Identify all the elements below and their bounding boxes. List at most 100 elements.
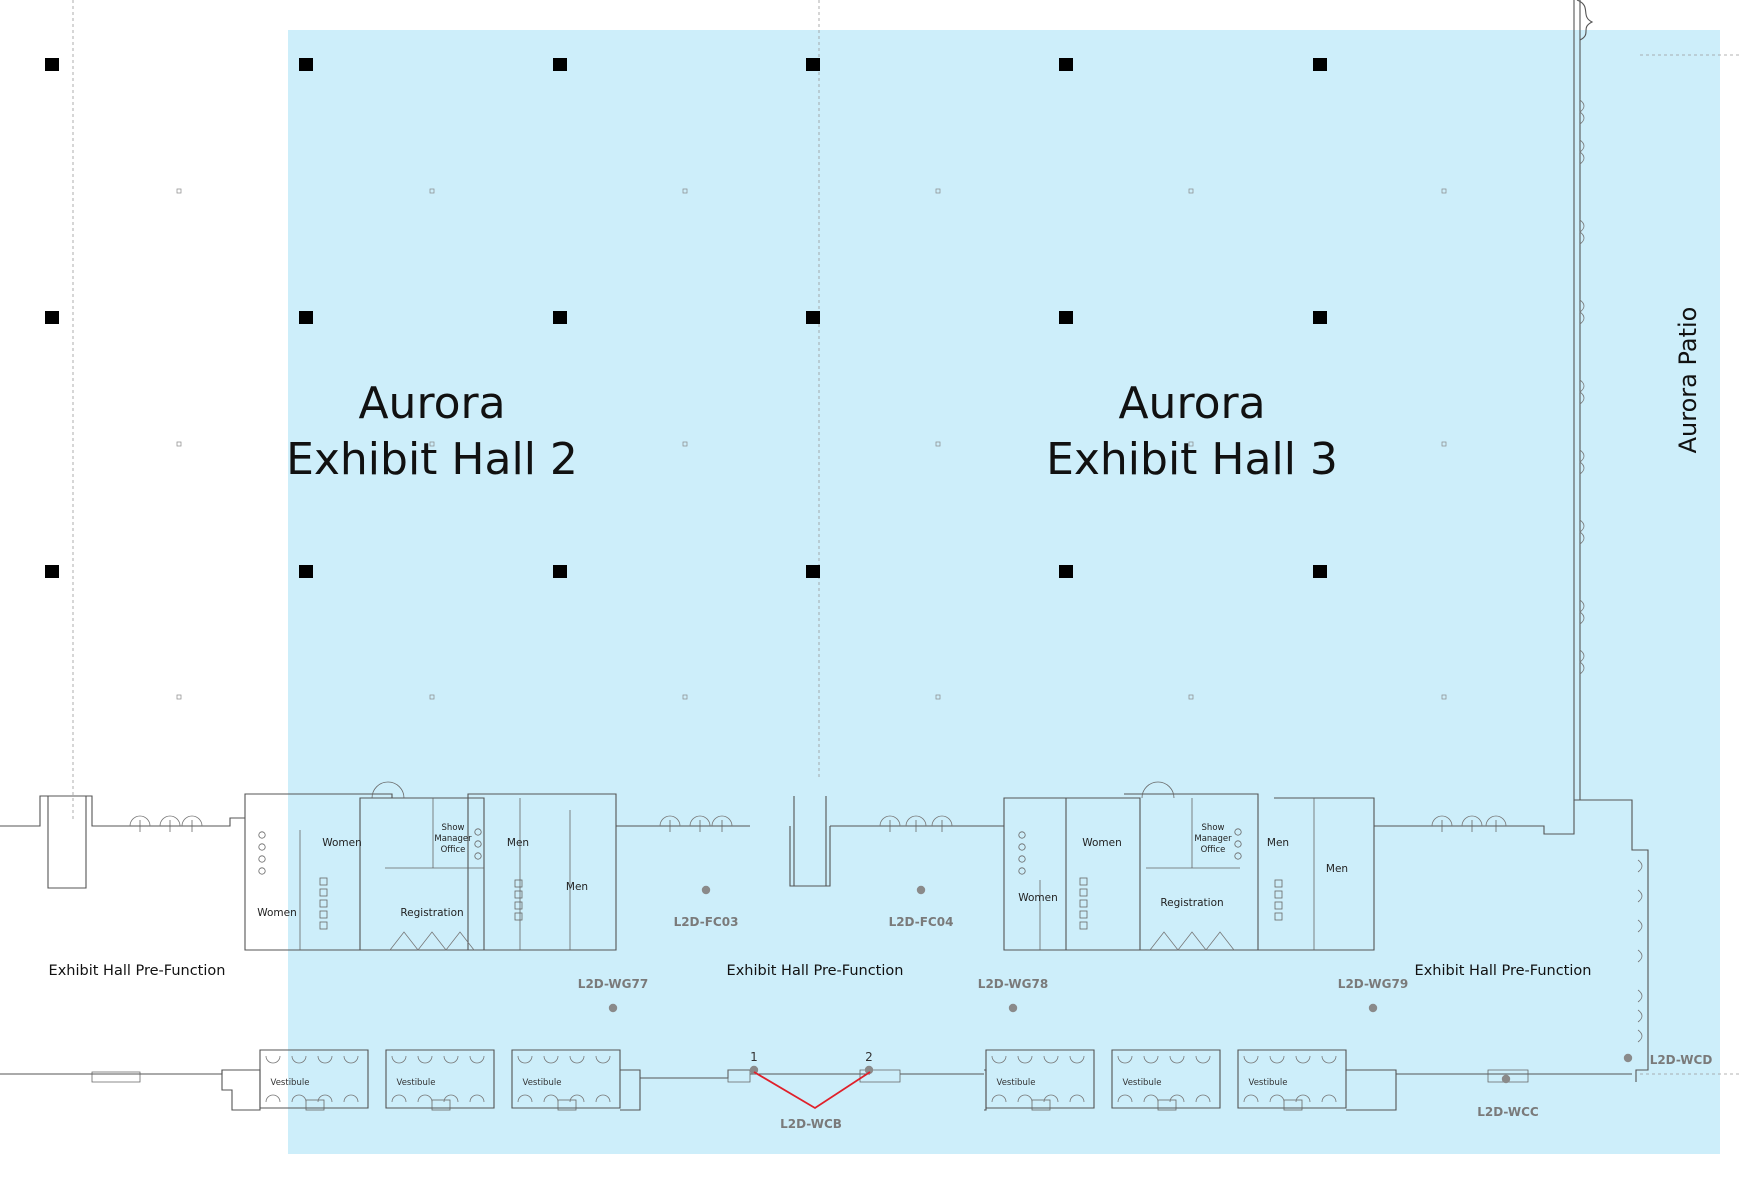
- vestibule-block: [1237, 1049, 1347, 1109]
- grid-marker: [935, 694, 941, 700]
- column: [299, 565, 313, 578]
- door-swing: [1143, 1094, 1159, 1103]
- room-women: Women: [1082, 837, 1122, 849]
- grid-marker: [682, 188, 688, 194]
- grid-marker: [176, 694, 182, 700]
- route-point-2[interactable]: 2: [865, 1050, 873, 1064]
- room-show-manager: Manager: [1194, 834, 1232, 844]
- door-swing: [1243, 1094, 1259, 1103]
- grid-marker: [176, 188, 182, 194]
- door-swing: [991, 1094, 1007, 1103]
- code-l2d-wg78[interactable]: L2D-WG78: [978, 977, 1048, 991]
- door-swing: [931, 815, 953, 827]
- stall: [514, 890, 523, 899]
- room-show-manager: Office: [1201, 845, 1226, 855]
- stall: [319, 910, 328, 919]
- stall: [319, 899, 328, 908]
- room-women: Women: [322, 837, 362, 849]
- room-show-manager: Show: [1202, 823, 1225, 833]
- grid-marker: [935, 441, 941, 447]
- hall-2-title-line2[interactable]: Exhibit Hall 2: [286, 434, 578, 485]
- location-dot: [749, 1065, 759, 1075]
- hall-3-title-line2[interactable]: Exhibit Hall 3: [1046, 434, 1338, 485]
- code-l2d-fc04[interactable]: L2D-FC04: [889, 915, 954, 929]
- toilet-fixture: [1234, 828, 1242, 836]
- door-swing: [443, 1055, 459, 1064]
- hall-2-title-line1[interactable]: Aurora: [358, 378, 505, 429]
- location-dots: [608, 885, 1633, 1084]
- location-dot: [1008, 1003, 1018, 1013]
- room-men: Men: [507, 837, 529, 849]
- door-swing: [469, 1094, 485, 1103]
- exhibit-halls-highlight[interactable]: [288, 30, 1720, 1154]
- column: [299, 311, 313, 324]
- route-point-1[interactable]: 1: [750, 1050, 758, 1064]
- patio-door: [1579, 599, 1585, 625]
- door-swing: [1295, 1094, 1311, 1103]
- code-l2d-wcb[interactable]: L2D-WCB: [780, 1117, 842, 1131]
- column: [1059, 565, 1073, 578]
- grid-marker: [1441, 188, 1447, 194]
- toilet-fixture: [474, 852, 482, 860]
- door-swing: [469, 1055, 485, 1064]
- code-l2d-fc03[interactable]: L2D-FC03: [674, 915, 739, 929]
- door-swing: [1269, 1055, 1285, 1064]
- patio-door: [1579, 299, 1585, 325]
- grid-marker: [429, 694, 435, 700]
- door-swing: [595, 1094, 611, 1103]
- column: [806, 58, 820, 71]
- vestibule-mat: [1283, 1099, 1303, 1111]
- room-show-manager: Manager: [434, 834, 472, 844]
- column: [1313, 58, 1327, 71]
- vestibule-block: [511, 1049, 621, 1109]
- code-l2d-wg77[interactable]: L2D-WG77: [578, 977, 648, 991]
- hall-3-title-line1[interactable]: Aurora: [1118, 378, 1265, 429]
- door-swing: [1321, 1094, 1337, 1103]
- toilet-fixture: [1018, 843, 1026, 851]
- door-swing: [265, 1094, 281, 1103]
- door-swing: [1295, 1055, 1311, 1064]
- door-swing: [343, 1094, 359, 1103]
- vestibule-mat: [1031, 1099, 1051, 1111]
- toilet-fixture: [474, 828, 482, 836]
- door-swing: [1143, 1055, 1159, 1064]
- code-l2d-wcd[interactable]: L2D-WCD: [1650, 1053, 1713, 1067]
- door-swing: [291, 1055, 307, 1064]
- door-swing: [569, 1094, 585, 1103]
- grid-marker: [1188, 694, 1194, 700]
- vestibule-label: Vestibule: [397, 1078, 436, 1088]
- door-swing: [1069, 1094, 1085, 1103]
- toilet-fixture: [258, 843, 266, 851]
- door-swing: [1117, 1055, 1133, 1064]
- toilet-fixture: [1018, 867, 1026, 875]
- toilet-fixture: [258, 867, 266, 875]
- room-men: Men: [1267, 837, 1289, 849]
- toilet-fixture: [258, 855, 266, 863]
- door-swing: [1169, 1055, 1185, 1064]
- patio-label[interactable]: Aurora Patio: [1674, 307, 1702, 454]
- toilet-fixture: [258, 831, 266, 839]
- door-swing: [1637, 989, 1643, 1003]
- patio-door: [1579, 649, 1585, 675]
- code-l2d-wg79[interactable]: L2D-WG79: [1338, 977, 1408, 991]
- column: [299, 58, 313, 71]
- vestibule-end: [221, 1069, 261, 1111]
- core-block-east: [1003, 781, 1375, 951]
- door-swing: [569, 1055, 585, 1064]
- stall: [1079, 877, 1088, 886]
- door-swing: [595, 1055, 611, 1064]
- prefunction-label-east: Exhibit Hall Pre-Function: [1415, 963, 1592, 979]
- route-line[interactable]: [753, 1071, 871, 1110]
- vestibule-mat: [431, 1099, 451, 1111]
- code-l2d-wcc[interactable]: L2D-WCC: [1477, 1105, 1539, 1119]
- stall: [1274, 879, 1283, 888]
- vestibule-label: Vestibule: [523, 1078, 562, 1088]
- column: [553, 565, 567, 578]
- door-swing: [991, 1055, 1007, 1064]
- column: [806, 565, 820, 578]
- door-swing: [1043, 1094, 1059, 1103]
- patio-door: [1579, 519, 1585, 545]
- location-dot: [916, 885, 926, 895]
